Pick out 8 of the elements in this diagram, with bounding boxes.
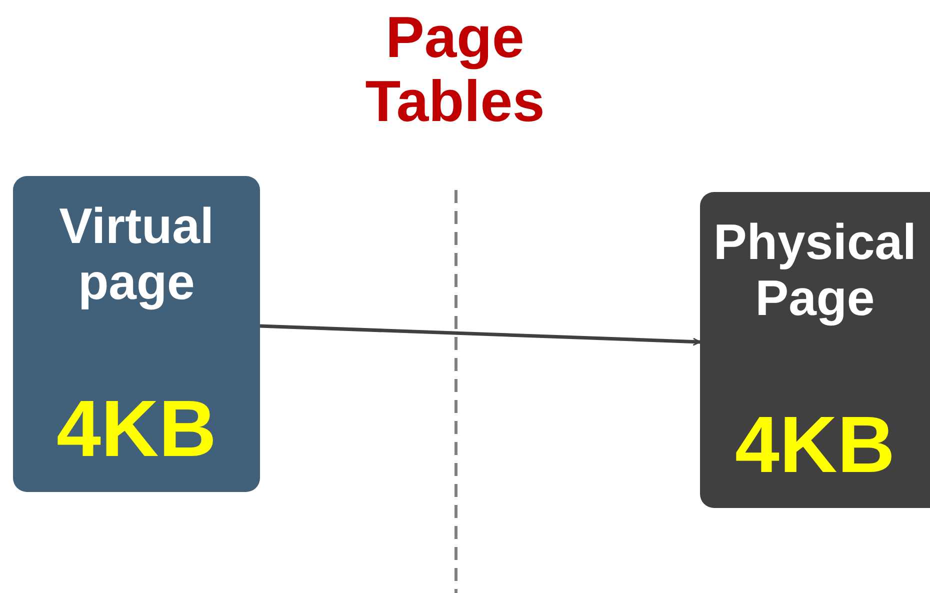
page-size: 4KB [734, 400, 896, 489]
title: Page Tables [364, 6, 546, 134]
page-label: Physical Page [714, 214, 916, 326]
page-size: 4KB [56, 384, 217, 473]
page-box [700, 192, 930, 508]
page-label: Virtual page [59, 198, 214, 310]
page-box [13, 176, 260, 492]
arrow [260, 324, 701, 346]
